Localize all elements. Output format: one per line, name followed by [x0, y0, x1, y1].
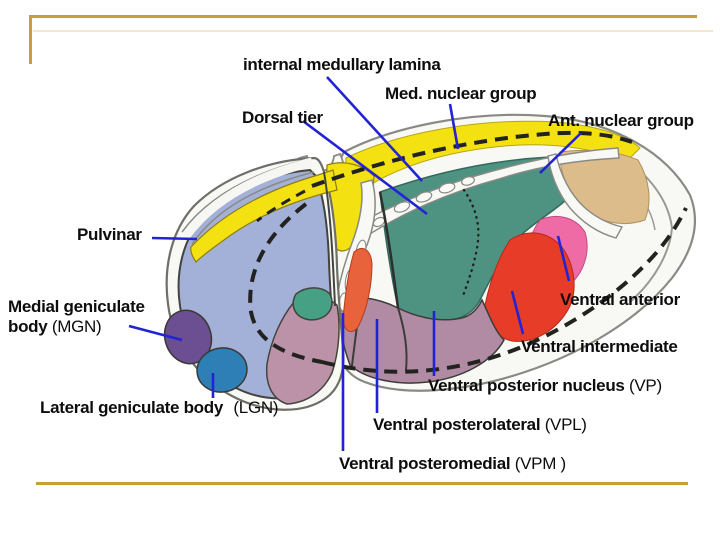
label-ventral-posterolateral: Ventral posterolateral (VPL) [373, 415, 587, 435]
label-vpm-bold: Ventral posteromedial [339, 454, 511, 473]
leader-ant-nuclear-group [539, 132, 582, 174]
rim-band [182, 157, 314, 239]
label-ant-nuclear-group-text: Ant. nuclear group [548, 111, 694, 130]
lateral-geniculate-body-region [196, 347, 248, 393]
leader-ventral-intermediate [510, 290, 525, 335]
bottom-rule-line [36, 482, 688, 485]
label-ventral-posterior: Ventral posterior nucleus (VP) [428, 376, 662, 396]
label-lgn-bold: Lateral geniculate body [40, 398, 223, 417]
label-ventral-anterior: Ventral anterior [560, 290, 680, 310]
dotted-boundary [461, 188, 480, 298]
label-pulvinar-text: Pulvinar [77, 225, 142, 244]
posterior-green-blob [292, 287, 333, 321]
leader-lines [128, 76, 582, 451]
dashed-posterior-arc [248, 202, 323, 364]
vp-inner-boundary-2 [397, 307, 408, 371]
anterior-lobe [328, 113, 696, 392]
left-rule-line [29, 15, 32, 64]
label-med-nuclear-group: Med. nuclear group [385, 84, 537, 104]
label-ventral-posteromedial: Ventral posteromedial (VPM ) [339, 454, 566, 474]
label-lgn-paren: (LGN) [233, 398, 279, 417]
label-vpl-bold: Ventral posterolateral [373, 415, 541, 434]
label-medial-geniculate-body: Medial geniculate body (MGN) [8, 297, 145, 337]
label-vp-paren: (VP) [629, 376, 662, 395]
dashed-crescent [256, 189, 306, 223]
label-ventral-anterior-text: Ventral anterior [560, 290, 680, 309]
label-lateral-geniculate-body: Lateral geniculate body (LGN) [40, 398, 279, 418]
label-internal-medullary-lamina: internal medullary lamina [243, 55, 441, 75]
rim-edge-inner [191, 171, 315, 245]
lamina-ovals [372, 176, 475, 228]
dashed-dorsal-band [311, 130, 633, 188]
posterior-cut-edge [323, 171, 336, 307]
leader-internal-medullary-lamina [326, 76, 423, 182]
label-vpm-paren: (VPM ) [514, 454, 566, 473]
leader-mgn [128, 324, 183, 342]
label-mgn-paren: (MGN) [51, 317, 102, 336]
label-ant-nuclear-group: Ant. nuclear group [548, 111, 694, 131]
label-mgn-line1: Medial geniculate [8, 297, 145, 316]
label-dorsal-tier: Dorsal tier [242, 108, 323, 128]
leader-dorsal-tier [302, 119, 428, 216]
cut-edge-line [378, 191, 400, 309]
label-med-nuclear-group-text: Med. nuclear group [385, 84, 537, 103]
label-ventral-intermediate: Ventral intermediate [521, 337, 678, 357]
leader-pulvinar [151, 236, 198, 241]
leader-ventral-anterior [556, 235, 571, 282]
leader-med-nuclear-group [448, 103, 460, 150]
label-vp-bold: Ventral posterior nucleus [428, 376, 625, 395]
internal-medullary-lamina-fork [547, 153, 624, 239]
label-pulvinar: Pulvinar [77, 225, 142, 245]
cut-face [287, 152, 400, 333]
medial-geniculate-body-region [163, 309, 213, 365]
faint-rule-line [33, 30, 713, 32]
label-ventral-intermediate-text: Ventral intermediate [521, 337, 678, 356]
label-internal-medullary-lamina-text: internal medullary lamina [243, 55, 441, 74]
posterior-lobe [163, 156, 345, 411]
label-mgn-line2-bold: body [8, 317, 48, 336]
cut-vpm-region [342, 248, 373, 333]
dashed-ventral-arc [321, 207, 688, 374]
dashed-lines [248, 130, 688, 374]
label-dorsal-tier-text: Dorsal tier [242, 108, 323, 127]
label-vpl-paren: (VPL) [544, 415, 587, 434]
top-rule-line [29, 15, 697, 18]
